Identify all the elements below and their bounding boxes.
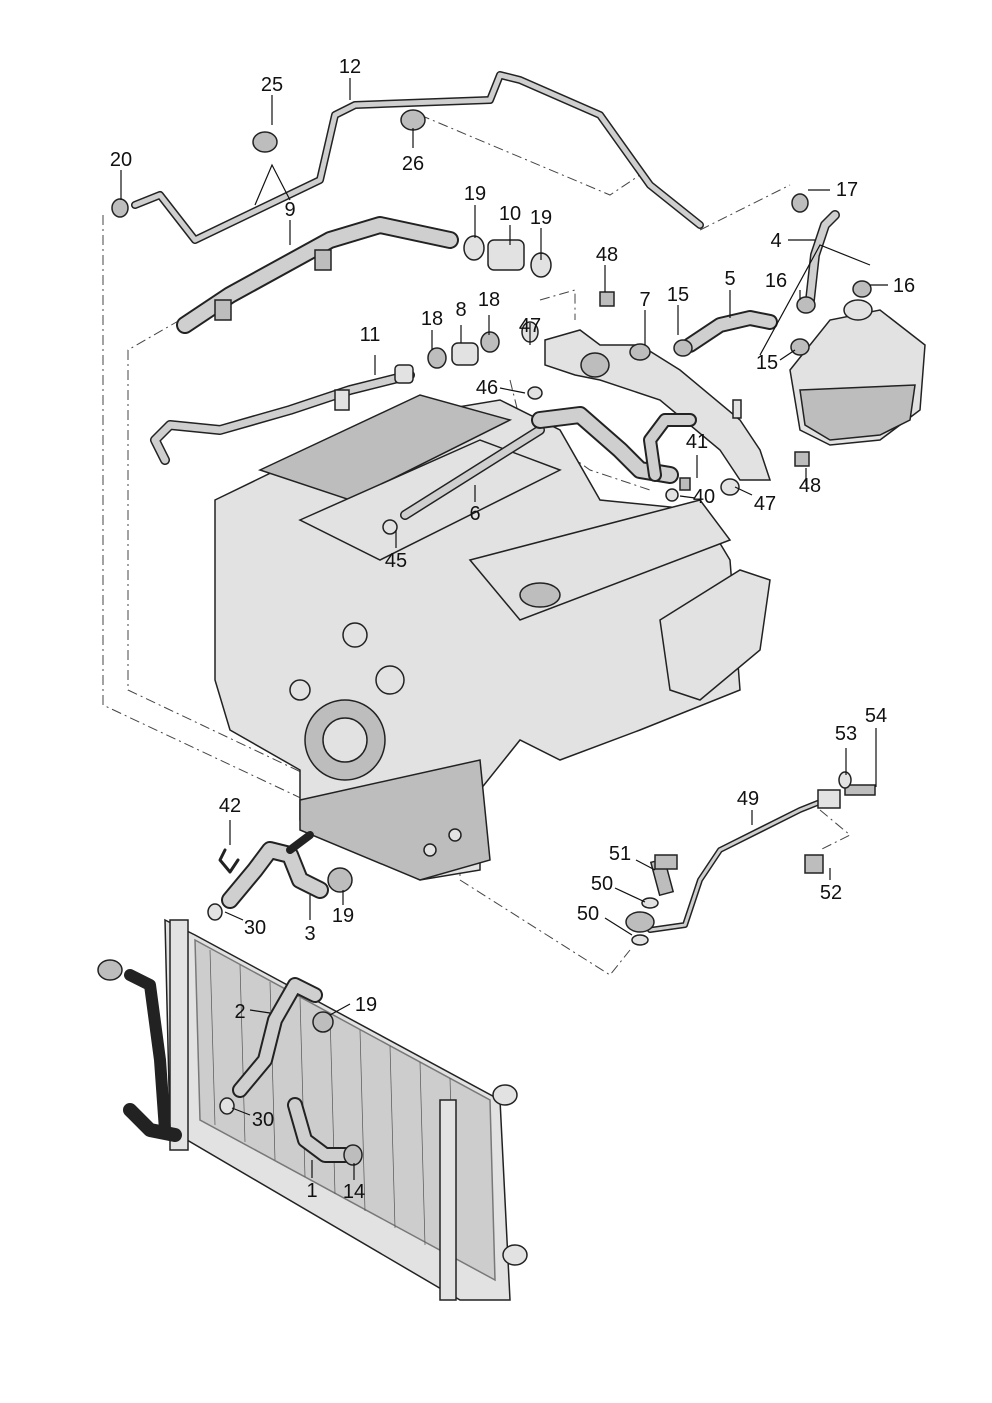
part-7-coolant-flange-pipe bbox=[544, 329, 772, 481]
callout-17: 17 bbox=[836, 179, 858, 201]
callout-26: 26 bbox=[402, 153, 424, 175]
part-6-coolant-tube bbox=[400, 406, 697, 520]
callout-42: 42 bbox=[219, 795, 241, 817]
callout-47-bottom: 47 bbox=[754, 493, 776, 515]
callout-51: 51 bbox=[609, 843, 631, 865]
callout-12: 12 bbox=[339, 56, 361, 78]
callout-50-bottom: 50 bbox=[577, 903, 599, 925]
part-2-hose bbox=[219, 977, 334, 1115]
callout-19-bottom: 19 bbox=[355, 994, 377, 1016]
callout-15-bottom: 15 bbox=[756, 352, 778, 374]
part-9-hose bbox=[176, 216, 459, 334]
callout-46: 46 bbox=[476, 377, 498, 399]
callout-52: 52 bbox=[820, 882, 842, 904]
callout-3: 3 bbox=[304, 923, 315, 945]
callout-18-right: 18 bbox=[478, 289, 500, 311]
part-12-coolant-pipe bbox=[131, 71, 704, 244]
part-4-hose bbox=[805, 210, 840, 305]
callout-53: 53 bbox=[835, 723, 857, 745]
leader-lines bbox=[120, 78, 888, 1180]
callout-48-top: 48 bbox=[596, 244, 618, 266]
part-11-hose bbox=[150, 364, 415, 465]
callout-41: 41 bbox=[686, 431, 708, 453]
callout-30-top: 30 bbox=[244, 917, 266, 939]
callout-49: 49 bbox=[737, 788, 759, 810]
callout-5: 5 bbox=[724, 268, 735, 290]
callout-19-mid: 19 bbox=[332, 905, 354, 927]
callout-6: 6 bbox=[469, 503, 480, 525]
part-49-pipe bbox=[625, 789, 841, 933]
callout-16-right: 16 bbox=[893, 275, 915, 297]
radiator bbox=[97, 918, 528, 1301]
callout-19-top-left: 19 bbox=[464, 183, 486, 205]
callout-25: 25 bbox=[261, 74, 283, 96]
callout-1: 1 bbox=[306, 1180, 317, 1202]
part-1-hose bbox=[287, 1097, 363, 1166]
part-10-connector-sleeve bbox=[463, 235, 552, 278]
callout-30-bottom: 30 bbox=[252, 1109, 274, 1131]
part-5-hose bbox=[682, 310, 778, 353]
callout-16-left: 16 bbox=[765, 270, 787, 292]
callout-54: 54 bbox=[865, 705, 887, 727]
callout-10: 10 bbox=[499, 203, 521, 225]
callout-7: 7 bbox=[639, 289, 650, 311]
callout-4: 4 bbox=[770, 230, 781, 252]
part-8-connector bbox=[427, 331, 500, 369]
callout-labels: 12 25 26 20 9 19 10 19 48 17 4 5 16 16 7… bbox=[110, 56, 915, 1203]
callout-50-top: 50 bbox=[591, 873, 613, 895]
callout-20: 20 bbox=[110, 149, 132, 171]
callout-40: 40 bbox=[693, 486, 715, 508]
callout-47-top: 47 bbox=[519, 315, 541, 337]
callout-9: 9 bbox=[284, 199, 295, 221]
callout-11: 11 bbox=[360, 324, 381, 346]
engine-block bbox=[214, 394, 771, 881]
callout-19-top-right: 19 bbox=[530, 207, 552, 229]
callout-18-left: 18 bbox=[421, 308, 443, 330]
callout-48-bottom: 48 bbox=[799, 475, 821, 497]
callout-14: 14 bbox=[343, 1181, 365, 1203]
expansion-tank bbox=[789, 299, 926, 446]
callout-45: 45 bbox=[385, 550, 407, 572]
callout-8: 8 bbox=[455, 299, 466, 321]
callout-2: 2 bbox=[234, 1001, 245, 1023]
part-3-hose bbox=[207, 831, 353, 921]
callout-15-top: 15 bbox=[667, 284, 689, 306]
